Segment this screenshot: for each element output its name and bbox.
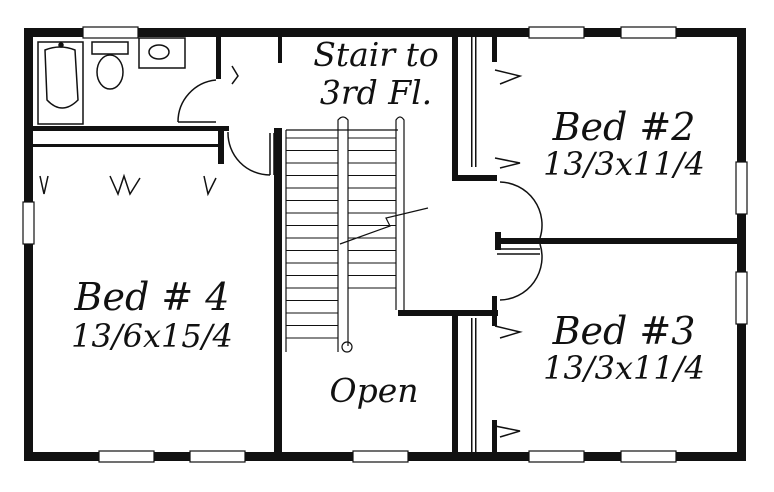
stair-label-line-1: Stair to [313, 35, 439, 74]
room-name-bed-3: Bed #3 [552, 309, 696, 353]
stair-treads [286, 137, 396, 339]
stair-label-line-2: 3rd Fl. [320, 73, 432, 112]
room-size-bed-2: 13/3x11/4 [543, 145, 705, 183]
sink-basin [148, 44, 170, 60]
toilet-bowl [96, 54, 124, 90]
room-name-bed-2: Bed #2 [552, 105, 696, 149]
doors [39, 65, 543, 438]
stair [285, 116, 429, 353]
open-label: Open [330, 371, 419, 410]
room-size-bed-3: 13/3x11/4 [543, 349, 705, 387]
toilet-tank [91, 41, 129, 55]
bathroom-fixtures [37, 37, 186, 125]
room-size-bed-4: 13/6x15/4 [71, 317, 233, 355]
bathtub [37, 41, 84, 125]
sink-counter [138, 37, 186, 69]
room-name-bed-4: Bed # 4 [74, 275, 230, 319]
windows [22, 26, 748, 463]
